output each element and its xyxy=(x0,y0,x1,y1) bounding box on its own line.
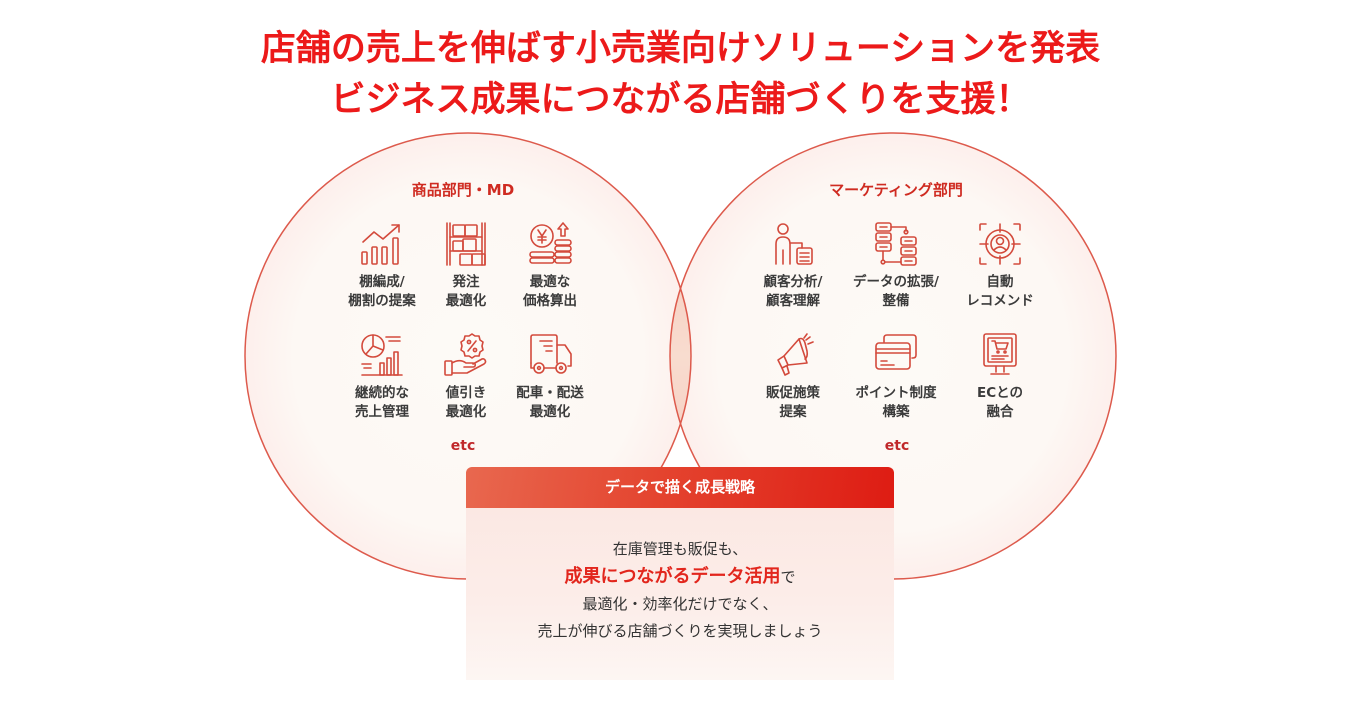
item-label: 構築 xyxy=(882,404,910,420)
delivery-truck-icon xyxy=(526,331,574,379)
strategy-line-1: 在庫管理も販促も、 xyxy=(612,540,748,558)
strategy-box: データで描く成長戦略 在庫管理も販促も、 成果につながるデータ活用で 最適化・効… xyxy=(466,467,894,680)
strategy-header: データで描く成長戦略 xyxy=(466,467,894,508)
item-label: 最適な xyxy=(529,274,571,290)
merchandising-title: 商品部門・MD xyxy=(411,181,515,199)
discount-hand-icon xyxy=(442,331,490,379)
credit-cards-icon xyxy=(872,331,920,379)
item-label: 融合 xyxy=(986,404,1014,420)
strategy-line-2: 成果につながるデータ活用で xyxy=(466,563,894,591)
item-label: 棚編成/ xyxy=(359,274,405,290)
shelf-boxes-icon xyxy=(442,220,490,268)
sales-analytics-icon xyxy=(358,331,406,379)
item-label: 値引き xyxy=(445,385,487,401)
item-label: 棚割の提案 xyxy=(348,293,416,309)
item-label: 自動 xyxy=(986,274,1014,290)
item-label: 最適化 xyxy=(529,404,571,420)
database-servers-icon xyxy=(872,220,920,268)
headline: 店舗の売上を伸ばす小売業向けソリューションを発表 ビジネス成果につながる店舗づく… xyxy=(0,24,1361,126)
item-label: 顧客理解 xyxy=(766,293,820,309)
item-label: 価格算出 xyxy=(523,293,577,309)
item-label: 最適化 xyxy=(445,404,487,420)
strategy-line-2-suffix: で xyxy=(780,568,796,586)
marketing-etc: etc xyxy=(884,438,910,454)
strategy-line-3: 最適化・効率化だけでなく、 xyxy=(582,595,778,613)
item-label: ECとの xyxy=(977,385,1023,401)
marketing-item-point-system: ポイント制度 構築 xyxy=(836,331,956,422)
marketing-item-customer-analysis: 顧客分析/ 顧客理解 xyxy=(733,220,853,311)
item-label: 最適化 xyxy=(445,293,487,309)
marketing-item-data-expansion: データの拡張/ 整備 xyxy=(836,220,956,311)
item-label: 配車・配送 xyxy=(516,385,584,401)
headline-line-1: 店舗の売上を伸ばす小売業向けソリューションを発表 xyxy=(260,29,1101,69)
monitor-cart-icon xyxy=(976,331,1024,379)
customer-document-icon xyxy=(769,220,817,268)
growth-chart-icon xyxy=(358,220,406,268)
strategy-highlight: 成果につながるデータ活用 xyxy=(564,566,781,587)
item-label: 顧客分析/ xyxy=(763,274,823,290)
megaphone-icon xyxy=(769,331,817,379)
yen-coins-icon xyxy=(526,220,574,268)
merchandising-item-sales-management: 継続的な 売上管理 xyxy=(322,331,442,422)
headline-line-2: ビジネス成果につながる店舗づくりを支援！ xyxy=(330,80,1031,120)
merchandising-etc: etc xyxy=(450,438,476,454)
item-label: レコメンド xyxy=(966,293,1034,309)
item-label: 販促施策 xyxy=(766,385,820,401)
item-label: データの拡張/ xyxy=(853,274,939,290)
item-label: 売上管理 xyxy=(355,404,409,420)
item-label: 提案 xyxy=(779,404,807,420)
item-label: ポイント制度 xyxy=(855,385,937,401)
merchandising-item-shelf-planning: 棚編成/ 棚割の提案 xyxy=(322,220,442,311)
merchandising-item-pricing: 最適な 価格算出 xyxy=(490,220,610,311)
item-label: 整備 xyxy=(882,293,910,309)
strategy-line-4: 売上が伸びる店舗づくりを実現しましょう xyxy=(537,622,823,640)
marketing-item-promotion: 販促施策 提案 xyxy=(733,331,853,422)
item-label: 継続的な xyxy=(355,385,409,401)
strategy-body: 在庫管理も販促も、 成果につながるデータ活用で 最適化・効率化だけでなく、 売上… xyxy=(466,508,894,680)
merchandising-item-delivery: 配車・配送 最適化 xyxy=(490,331,610,422)
target-user-icon xyxy=(976,220,1024,268)
merchandising-item-discount: 値引き 最適化 xyxy=(406,331,526,422)
marketing-title: マーケティング部門 xyxy=(829,181,963,199)
marketing-item-ec-integration: ECとの 融合 xyxy=(940,331,1060,422)
item-label: 発注 xyxy=(452,274,480,290)
merchandising-item-ordering: 発注 最適化 xyxy=(406,220,526,311)
marketing-item-auto-recommend: 自動 レコメンド xyxy=(940,220,1060,311)
